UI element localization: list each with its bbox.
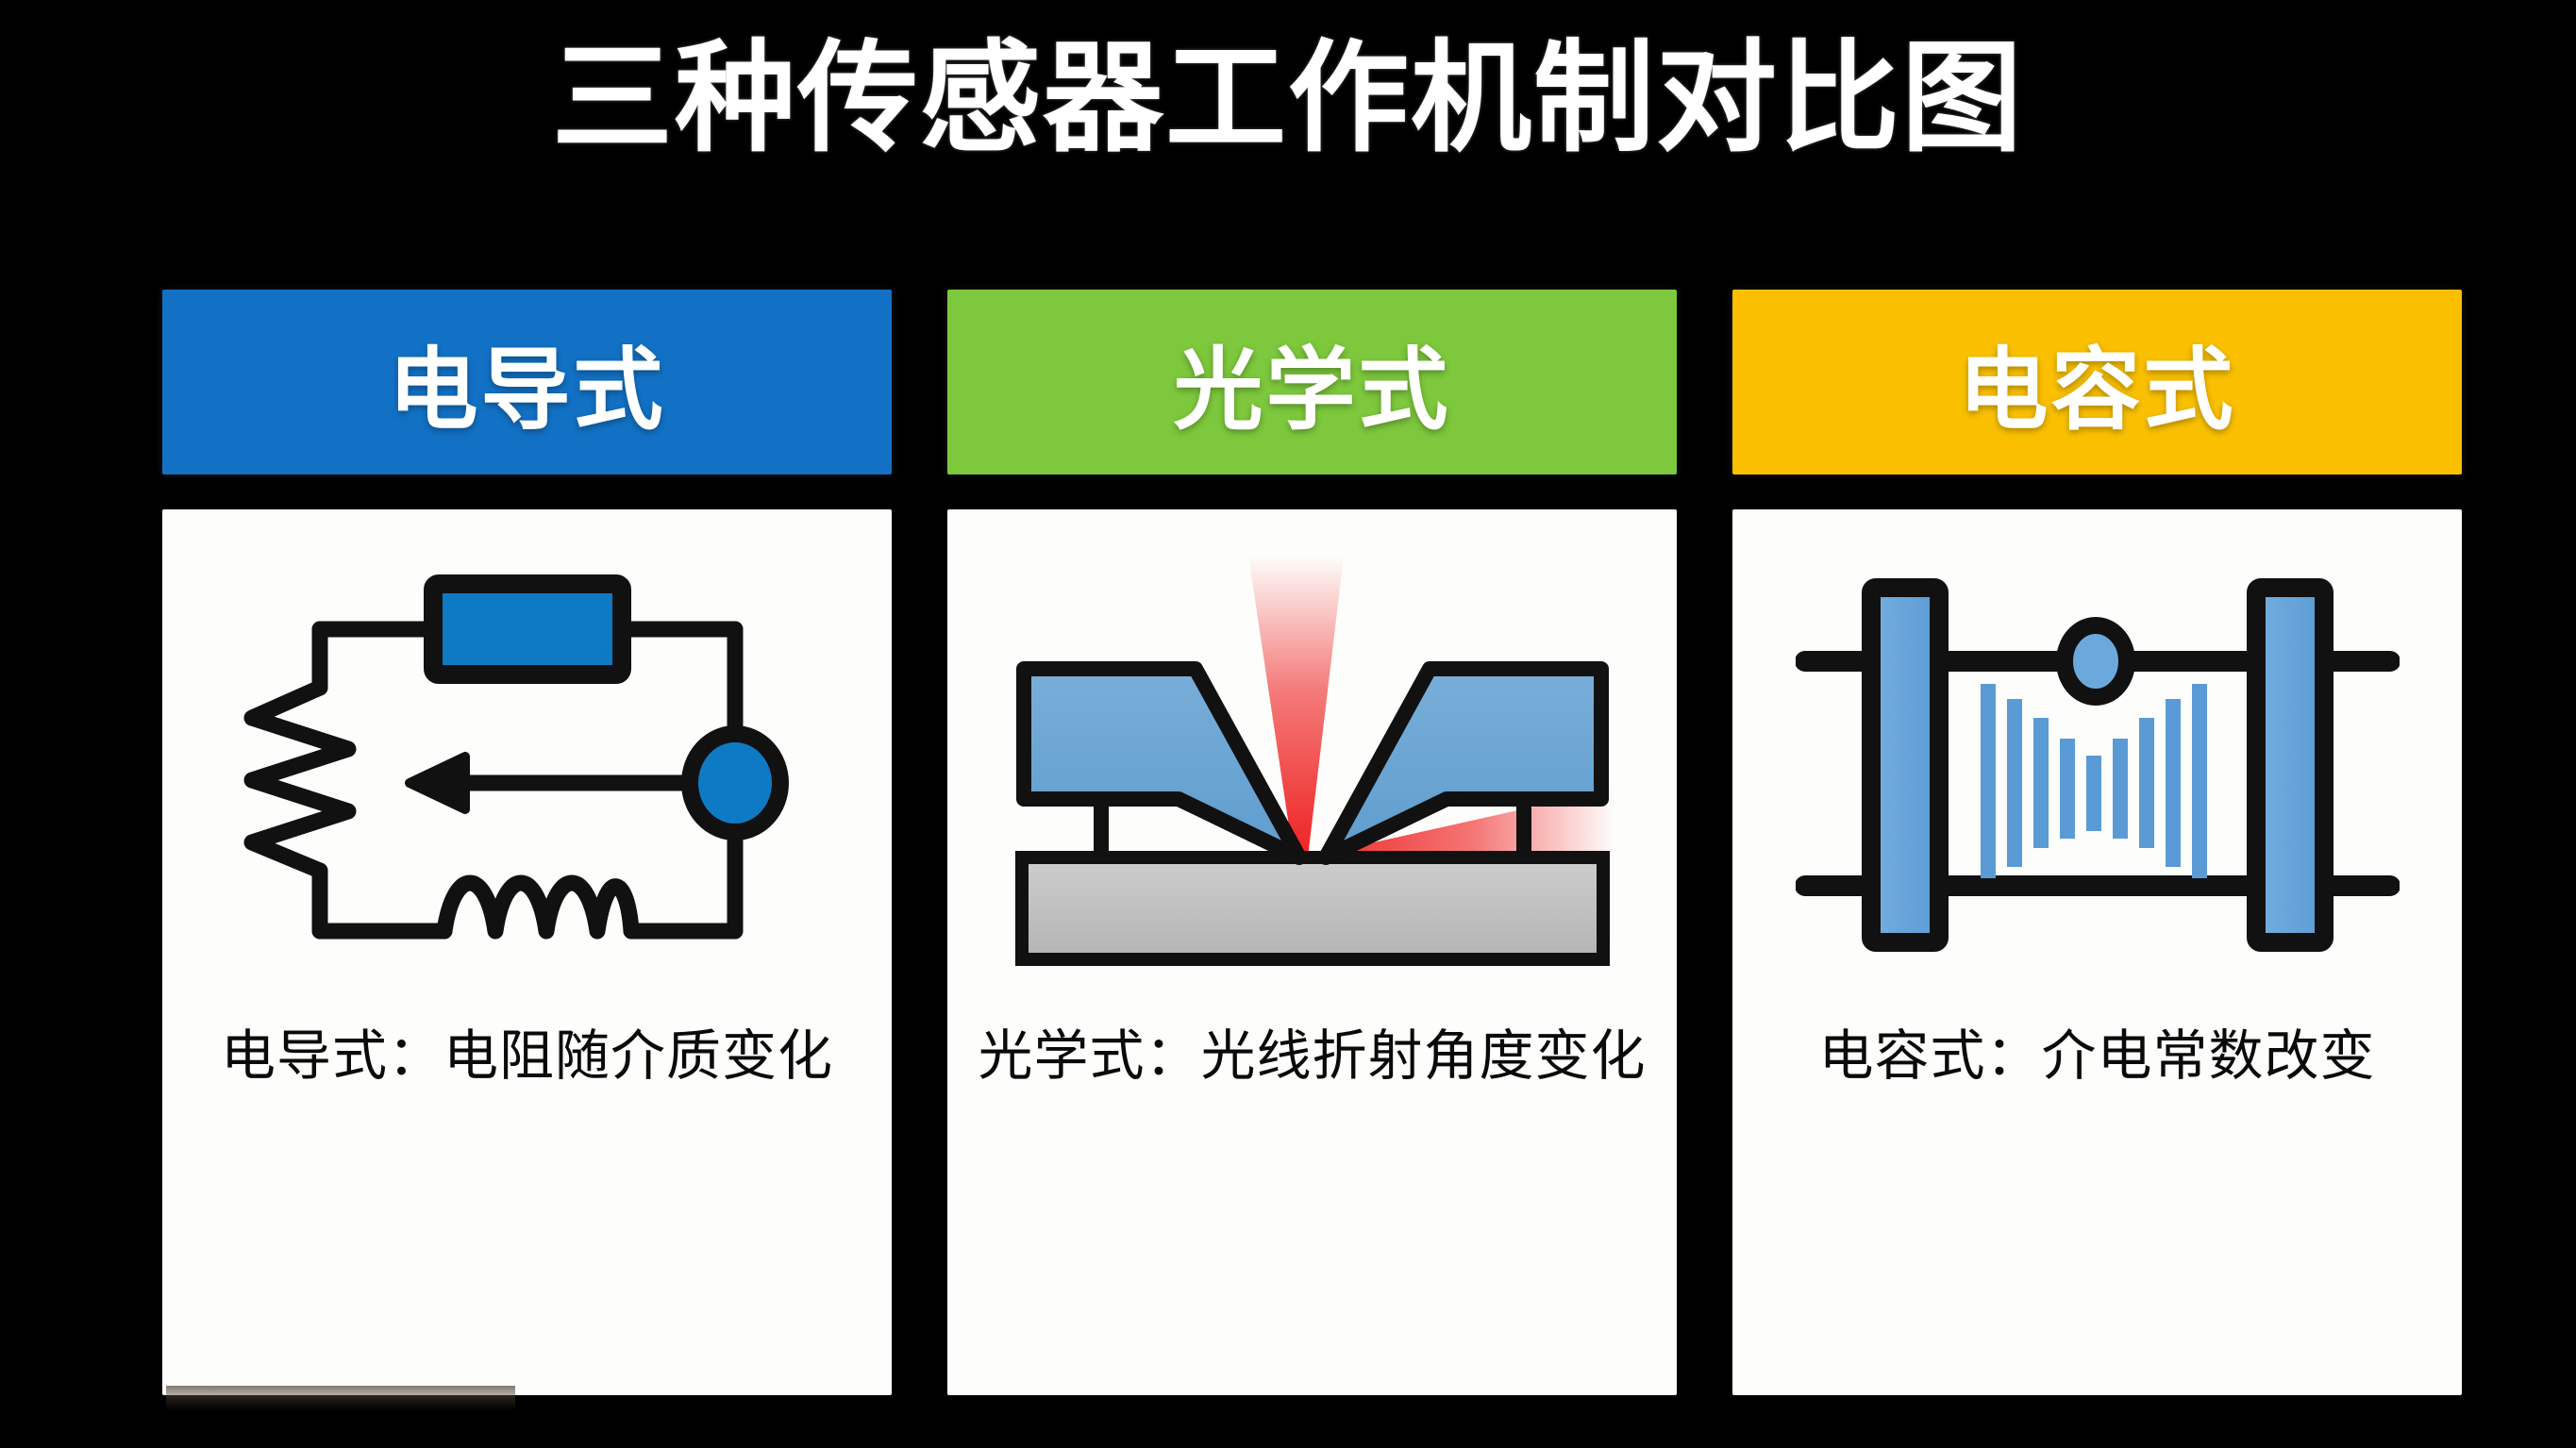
panel-header-label-conductive: 电导式 [388,338,666,442]
dielectric-field-bars [1980,684,2207,878]
panel-body-optical: 光学式：光线折射角度变化 [947,509,1677,1395]
blue-trapezoid-left [1015,661,1307,865]
panel-header-capacitive: 电容式 [1732,290,2462,474]
field-bar [2191,684,2207,878]
field-bar [2085,756,2101,831]
field-bar [2112,739,2128,839]
capacitive-plates-diagram [1795,551,2400,975]
panel-conductive: 电导式 [162,290,892,1395]
panel-row: 电导式 [162,290,2462,1395]
blue-capacitor-plate-left [1861,578,1949,952]
panel-header-label-optical: 光学式 [1173,338,1451,442]
conductive-circuit-svg [243,574,789,940]
optical-refraction-svg [1014,556,1614,966]
field-bar [2032,718,2049,848]
panel-body-conductive: 电导式：电阻随介质变化 [162,509,892,1395]
conductive-circuit-diagram [226,551,829,975]
panel-caption-conductive: 电导式：电阻随介质变化 [220,1024,833,1088]
gray-substrate-base [1014,851,1610,966]
coil-inductor [436,874,639,940]
field-bar [1980,684,1996,878]
blue-rectangle-component [423,574,631,684]
blue-circle-node [680,725,789,841]
capacitive-plates-svg [1795,578,2400,952]
panel-header-label-capacitive: 电容式 [1958,338,2236,442]
red-incident-beam-from-top [1247,556,1344,857]
field-bar [2059,739,2075,839]
panel-caption-capacitive: 电容式：介电常数改变 [1818,1024,2376,1088]
blue-capacitor-plate-right [2246,578,2333,952]
blue-trapezoid-right [1317,661,1609,865]
field-bar [2138,718,2154,848]
panel-body-capacitive: 电容式：介电常数改变 [1732,509,2462,1395]
field-bar [2165,699,2181,867]
blue-circle-node [2055,617,2135,706]
panel-header-conductive: 电导式 [162,290,892,474]
panel-capacitive: 电容式 [1732,290,2462,1395]
zigzag-resistor [243,679,356,879]
optical-refraction-diagram [1011,551,1614,975]
panel-caption-optical: 光学式：光线折射角度变化 [978,1024,1647,1088]
page-title: 三种传感器工作机制对比图 [551,28,2024,169]
left-pointing-current-arrow [404,752,470,814]
panel-header-optical: 光学式 [947,290,1677,474]
field-bar [2006,699,2022,867]
panel-optical: 光学式 [947,290,1677,1395]
